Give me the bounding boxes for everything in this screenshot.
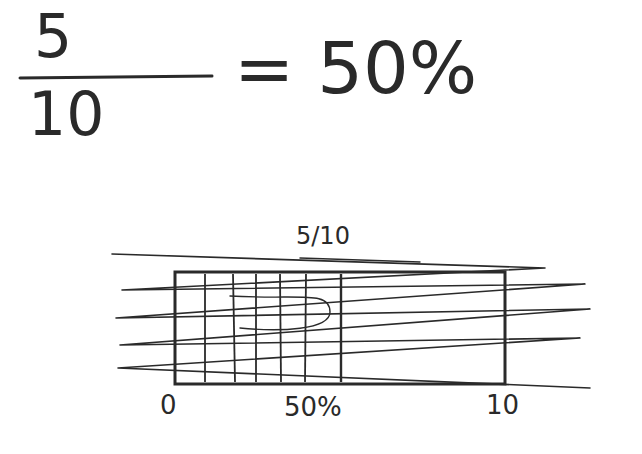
bar-division xyxy=(305,274,306,382)
bar-division xyxy=(280,274,281,382)
scribble-loop xyxy=(230,258,420,330)
bar-division xyxy=(233,274,235,382)
bar-outline xyxy=(175,272,505,384)
fraction-bar xyxy=(20,76,212,78)
bar-division xyxy=(204,274,206,382)
equation-result: = 50% xyxy=(232,32,479,104)
bar-division xyxy=(340,274,342,382)
scribble-lines xyxy=(112,254,590,388)
scribble xyxy=(112,254,590,388)
axis-label: 10 xyxy=(484,392,521,418)
axis-label: 0 xyxy=(158,392,179,418)
bar-model xyxy=(175,272,505,384)
bar-label: 5/10 xyxy=(294,224,352,248)
axis-label: 50% xyxy=(282,394,344,420)
numerator: 5 xyxy=(32,6,74,66)
denominator: 10 xyxy=(26,84,106,144)
bar-division xyxy=(255,274,257,382)
